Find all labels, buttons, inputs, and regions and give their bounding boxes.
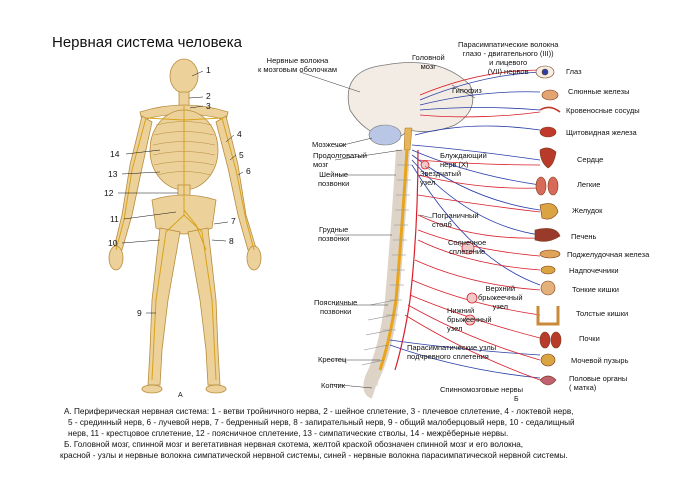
organ-label: Глаз <box>566 67 582 76</box>
label-vagus: Блуждающий нерв (X) <box>440 151 487 169</box>
caption-line: красной - узлы и нервные волокна симпати… <box>60 451 568 460</box>
label-medulla: Продолговатый мозг <box>313 151 367 169</box>
caption-line: нерв, 11 - крестцовое сплетение, 12 - по… <box>68 429 509 438</box>
label-cerebellum: Мозжечок <box>312 140 347 149</box>
stellate-node <box>420 160 430 170</box>
inf-mesenteric-node <box>464 314 476 326</box>
label-1: 1 <box>206 65 211 75</box>
label-coccyx: Копчик <box>321 381 345 390</box>
sup-mesenteric-node <box>466 292 478 304</box>
label-12: 12 <box>104 188 114 198</box>
organ-label: Желудок <box>572 206 603 215</box>
label-spinal-nerves: Спинномозговые нервы <box>440 385 524 394</box>
label-14: 14 <box>110 149 120 159</box>
heart-organ <box>539 147 557 169</box>
label-3: 3 <box>206 101 211 111</box>
label-thoracic: Грудные позвонки <box>318 225 350 243</box>
organ-label: Мочевой пузырь <box>571 356 629 365</box>
colon-organ <box>536 306 560 326</box>
label-lumbar: Поясничные позвонки <box>314 298 358 316</box>
page-title: Нервная система человека <box>52 34 242 51</box>
label-6: 6 <box>246 166 251 176</box>
adrenal-organ <box>540 265 556 275</box>
genital-organ <box>539 375 557 386</box>
organ-label: Надпочечники <box>569 266 619 275</box>
caption-line: А. Периферическая нервная система: 1 - в… <box>64 407 574 416</box>
solar-plexus-node <box>461 241 475 255</box>
label-stellate: Звездчатый узел <box>420 169 462 187</box>
label-pituitary: Гипофиз <box>452 86 482 95</box>
organ-label: Тонкие кишки <box>572 285 619 294</box>
figure-a-letter: А <box>178 392 183 399</box>
kidney-left <box>539 331 551 349</box>
liver-organ <box>534 228 561 242</box>
figure-b-letter: Б <box>514 396 519 403</box>
label-13: 13 <box>108 169 118 179</box>
salivary-organ <box>541 89 559 101</box>
pancreas-organ <box>539 249 561 259</box>
label-10: 10 <box>108 238 118 248</box>
organ-label: Толстые кишки <box>576 309 629 318</box>
label-fibers-meninges: Нервные волокна к мозговым оболочкам <box>258 56 338 74</box>
label-parasympathetic-fibers: Парасимпатические волокна глазо - двигат… <box>458 40 559 76</box>
label-2: 2 <box>206 91 211 101</box>
stomach-organ <box>539 203 559 220</box>
kidney-right <box>550 331 562 349</box>
organ-label: Слюнные железы <box>568 87 630 96</box>
label-brain: Головной мозг <box>412 53 445 71</box>
thyroid-organ <box>539 126 557 138</box>
label-7: 7 <box>231 216 236 226</box>
organ-label: Кровеносные сосуды <box>566 106 640 115</box>
organ-label: Печень <box>571 232 597 241</box>
label-sacrum: Крестец <box>318 355 347 364</box>
caption-line: Б. Головной мозг, спинной мозг и вегетат… <box>64 440 524 449</box>
organ-label: Щитовидная железа <box>566 128 637 137</box>
figure-caption: А. Периферическая нервная система: 1 - в… <box>60 406 684 461</box>
label-inf-mesenteric: Нижний брыжеечный узел <box>447 306 492 333</box>
bladder-organ <box>540 353 556 367</box>
organ-label: Почки <box>579 334 600 343</box>
organ-label: Легкие <box>577 180 601 189</box>
lungs-left <box>535 176 547 196</box>
label-8: 8 <box>229 236 234 246</box>
label-solar: Солнечное сплетение <box>448 238 487 256</box>
small-intestine-organ <box>540 280 556 296</box>
label-trunk: Пограничный столб <box>432 211 479 229</box>
lungs-right <box>547 176 559 196</box>
label-sup-mesenteric: Верхний брыжеечный узел <box>478 284 523 311</box>
label-cervical: Шейные позвонки <box>318 170 350 188</box>
vessels-organ <box>539 106 561 113</box>
label-9: 9 <box>137 308 142 318</box>
organ-label: Сердце <box>577 155 604 164</box>
label-5: 5 <box>239 150 244 160</box>
organ-label: Поджелудочная железа <box>567 250 650 259</box>
cerebellum-shape <box>368 124 402 146</box>
label-11: 11 <box>110 214 119 224</box>
label-4: 4 <box>237 129 242 139</box>
spinal-cord <box>378 149 409 371</box>
organ-label: Половые органы ( матка) <box>569 374 628 392</box>
label-pelvic: Парасимпатические узлы подчревного сплет… <box>407 343 497 361</box>
spine-column <box>363 149 410 399</box>
caption-line: 5 - срединный нерв, 6 - лучевой нерв, 7 … <box>68 418 575 427</box>
